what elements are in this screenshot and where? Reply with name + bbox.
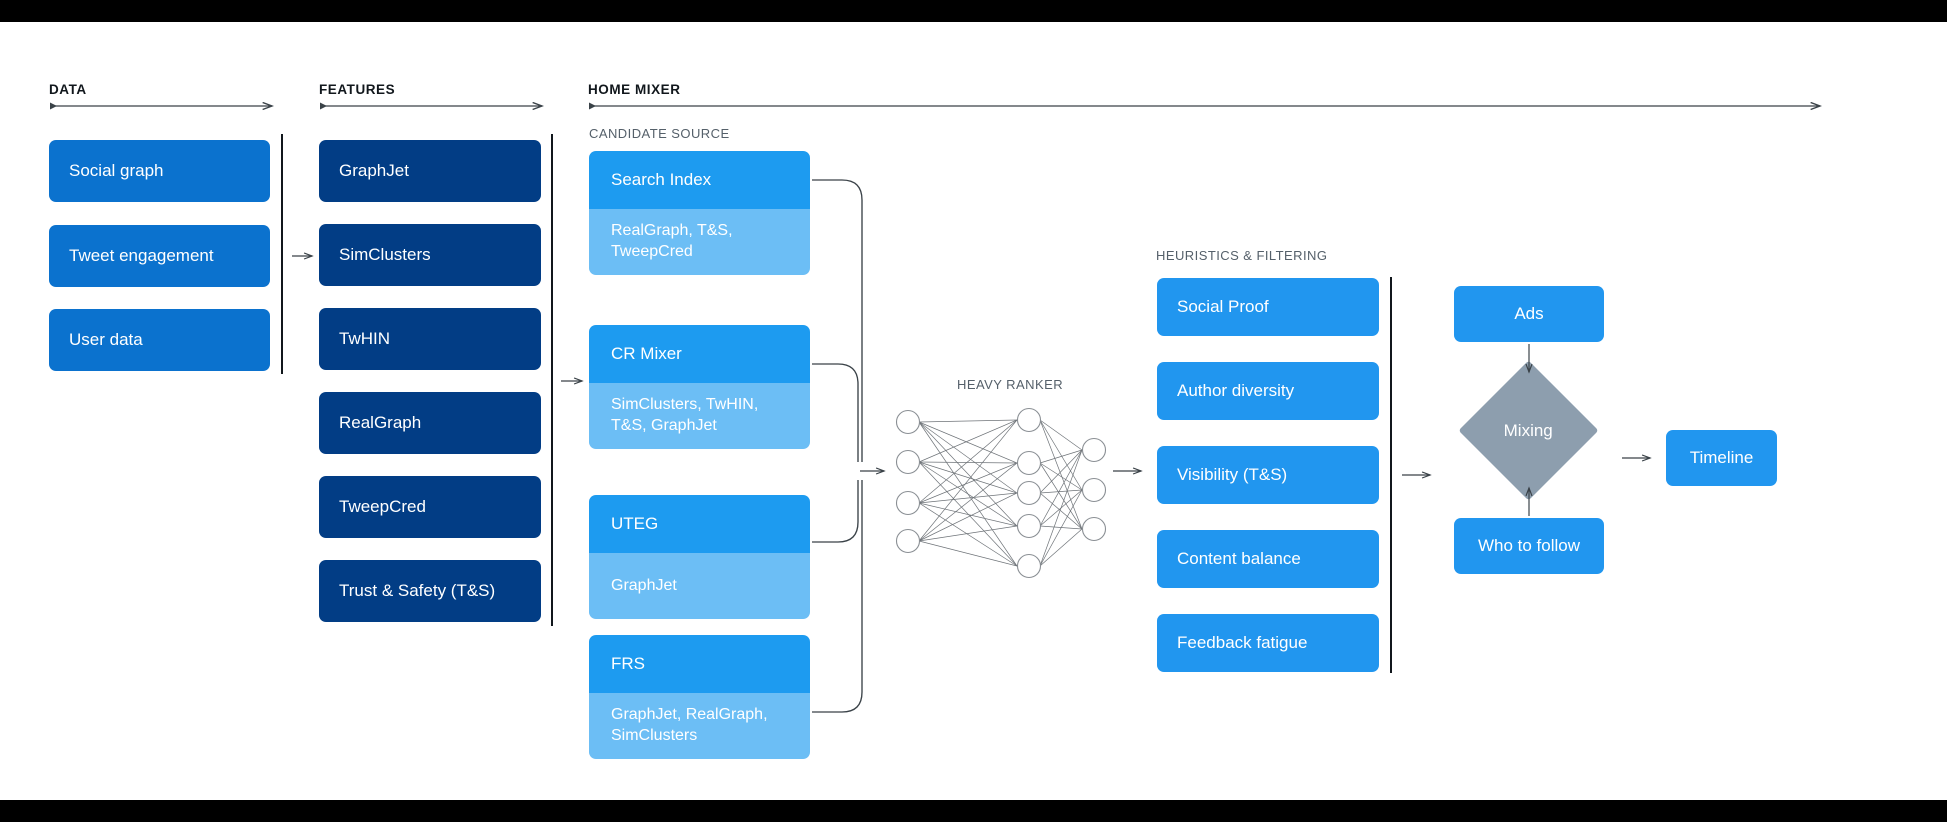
candidate-source-uteg[interactable]: UTEG GraphJet (589, 495, 810, 619)
feature-node-simclusters[interactable]: SimClusters (319, 224, 541, 286)
mixing-input-label: Who to follow (1477, 535, 1581, 555)
mixing-input-label: Ads (1514, 303, 1544, 323)
mixing-node[interactable]: Mixing (1458, 360, 1599, 501)
filter-node-visibility[interactable]: Visibility (T&S) (1157, 446, 1379, 504)
feature-node-label: TweepCred (339, 496, 426, 516)
feature-node-realgraph[interactable]: RealGraph (319, 392, 541, 454)
candidate-source-frs[interactable]: FRS GraphJet, RealGraph, SimClusters (589, 635, 810, 759)
mixing-input-who-to-follow[interactable]: Who to follow (1454, 518, 1604, 574)
feature-node-graphjet[interactable]: GraphJet (319, 140, 541, 202)
section-label-candidate-source: CANDIDATE SOURCE (589, 126, 730, 141)
nn-layer-input (895, 409, 921, 554)
divider-filters-mixing (1390, 277, 1392, 673)
stage-rail-home-mixer (589, 103, 1820, 110)
section-label-heuristics: HEURISTICS & FILTERING (1156, 248, 1328, 263)
filter-node-social-proof[interactable]: Social Proof (1157, 278, 1379, 336)
mixing-input-ads[interactable]: Ads (1454, 286, 1604, 342)
letterbox-bottom (0, 800, 1947, 822)
data-node-tweet-engagement[interactable]: Tweet engagement (49, 225, 270, 287)
candidate-source-features: GraphJet, RealGraph, SimClusters (589, 693, 810, 759)
feature-node-trust-safety[interactable]: Trust & Safety (T&S) (319, 560, 541, 622)
feature-node-label: Trust & Safety (T&S) (339, 580, 496, 600)
heavy-ranker-network (895, 407, 1107, 579)
stage-label-home-mixer: HOME MIXER (588, 82, 681, 97)
data-node-social-graph[interactable]: Social graph (49, 140, 270, 202)
filter-node-label: Author diversity (1177, 380, 1295, 400)
stage-rail-features (320, 103, 542, 110)
data-node-user-data[interactable]: User data (49, 309, 270, 371)
divider-data-features (281, 134, 283, 374)
filter-node-label: Visibility (T&S) (1177, 464, 1288, 484)
feature-node-tweepcred[interactable]: TweepCred (319, 476, 541, 538)
filter-node-label: Social Proof (1177, 296, 1269, 316)
candidate-source-title: CR Mixer (589, 325, 810, 383)
output-node-timeline[interactable]: Timeline (1666, 430, 1777, 486)
letterbox-top (0, 0, 1947, 22)
divider-features-mixer (551, 134, 553, 626)
diagram-canvas: DATA FEATURES HOME MIXER CANDIDATE SOURC… (0, 22, 1947, 800)
candidate-source-features: RealGraph, T&S, TweepCred (589, 209, 810, 275)
data-node-label: User data (69, 329, 143, 349)
nn-layer-hidden (1016, 407, 1042, 579)
stage-label-features: FEATURES (319, 82, 396, 97)
data-node-label: Tweet engagement (69, 245, 214, 265)
candidate-source-title: FRS (589, 635, 810, 693)
candidate-source-features: SimClusters, TwHIN, T&S, GraphJet (589, 383, 810, 449)
output-node-label: Timeline (1689, 447, 1754, 467)
candidate-source-features: GraphJet (589, 553, 810, 619)
feature-node-label: GraphJet (339, 160, 409, 180)
candidate-source-title: UTEG (589, 495, 810, 553)
feature-node-twhin[interactable]: TwHIN (319, 308, 541, 370)
rail-candidates-to-ranker (812, 179, 863, 713)
stage-rail-data (50, 103, 272, 110)
candidate-source-search-index[interactable]: Search Index RealGraph, T&S, TweepCred (589, 151, 810, 275)
data-node-label: Social graph (69, 160, 164, 180)
feature-node-label: RealGraph (339, 412, 422, 432)
mixing-node-label: Mixing (1503, 420, 1554, 440)
section-label-heavy-ranker: HEAVY RANKER (957, 377, 1064, 392)
nn-edges (918, 419, 1083, 567)
feature-node-label: SimClusters (339, 244, 431, 264)
filter-node-feedback-fatigue[interactable]: Feedback fatigue (1157, 614, 1379, 672)
stage-label-data: DATA (49, 82, 87, 97)
filter-node-label: Content balance (1177, 548, 1301, 568)
feature-node-label: TwHIN (339, 328, 390, 348)
nn-layer-output (1081, 437, 1107, 542)
filter-node-content-balance[interactable]: Content balance (1157, 530, 1379, 588)
connector-overlay (50, 22, 1947, 713)
filter-node-author-diversity[interactable]: Author diversity (1157, 362, 1379, 420)
candidate-source-title: Search Index (589, 151, 810, 209)
candidate-source-cr-mixer[interactable]: CR Mixer SimClusters, TwHIN, T&S, GraphJ… (589, 325, 810, 449)
filter-node-label: Feedback fatigue (1177, 632, 1308, 652)
